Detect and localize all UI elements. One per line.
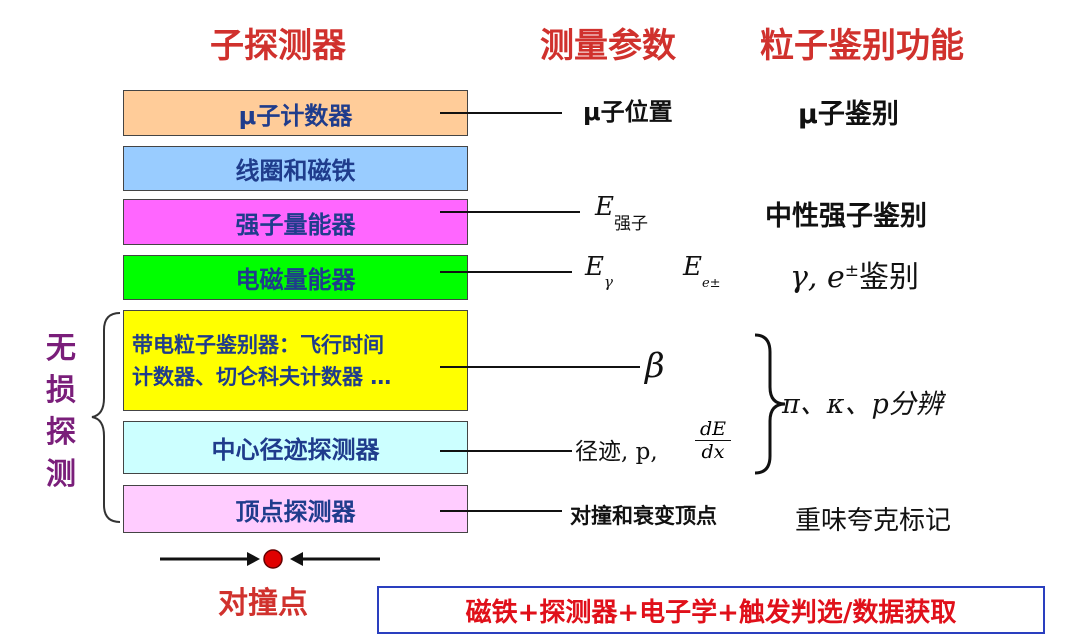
layer-label: 强子量能器 (235, 210, 356, 239)
superscript: ± (844, 261, 860, 281)
layer-label: 带电粒子鉴别器：飞行时间 (132, 332, 384, 357)
meas-hadron-energy: E强子 (595, 192, 648, 234)
layer-label: 线圈和磁铁 (235, 157, 356, 185)
meas-em-electron: Ee± (683, 252, 721, 291)
left-brace (91, 312, 121, 523)
subscript: e± (701, 276, 721, 291)
layer-label: 计数器、切仑科夫计数器 … (132, 364, 392, 389)
connector-line (440, 271, 572, 273)
layer-label: 顶点探测器 (235, 497, 356, 526)
meas-tracking: 径迹, p, (575, 439, 658, 465)
layer-muon-counter: μ子计数器 (123, 90, 468, 136)
symbol-E: E (683, 252, 702, 282)
layer-label: 中心径迹探测器 (211, 436, 380, 464)
meas-vertex: 对撞和衰变顶点 (570, 504, 717, 528)
collision-point-label: 对撞点 (218, 586, 308, 621)
layer-coil-magnet: 线圈和磁铁 (123, 146, 468, 191)
right-brace (754, 333, 786, 475)
numerator: dE (695, 418, 731, 441)
layer-vertex: 顶点探测器 (123, 485, 468, 533)
subscript: 强子 (613, 214, 648, 234)
meas-em-gamma: Eγ (585, 252, 613, 291)
connector-line (440, 112, 562, 114)
pid-neutral: 中性强子鉴别 (765, 201, 927, 232)
header-detector: 子探测器 (210, 26, 346, 66)
pid-flavor: 重味夸克标记 (795, 506, 952, 536)
meas-beta: β (645, 346, 665, 386)
symbols: γ, e (790, 260, 845, 295)
layer-label: 电磁量能器 (235, 266, 356, 294)
subscript: γ (603, 273, 613, 291)
symbol-E: E (585, 252, 604, 282)
fraction-dE-dx: dE dx (695, 418, 731, 463)
label-nondestructive: 无损探测 (46, 331, 76, 492)
suffix: 鉴别 (859, 260, 920, 295)
connector-line (440, 211, 580, 213)
collision-point-dot (263, 549, 283, 569)
layer-label: μ子计数器 (238, 101, 353, 130)
pid-muon: μ子鉴别 (798, 99, 899, 130)
connector-line (440, 450, 572, 452)
layer-pid-detector: 带电粒子鉴别器：飞行时间 计数器、切仑科夫计数器 … (123, 310, 468, 411)
pid-gamma-e: γ, e±鉴别 (790, 252, 919, 296)
meas-muon: μ子位置 (583, 98, 673, 126)
header-measurement: 测量参数 (540, 26, 676, 66)
pid-hadrons: π、κ、p分辨 (782, 389, 943, 420)
connector-line (440, 366, 640, 368)
symbol-E: E (595, 192, 614, 222)
layer-hadron-calorimeter: 强子量能器 (123, 199, 468, 245)
layer-em-calorimeter: 电磁量能器 (123, 255, 468, 300)
connector-line (440, 510, 562, 512)
bottom-banner: 磁铁+探测器+电子学+触发判选/数据获取 (377, 586, 1045, 634)
header-pid: 粒子鉴别功能 (760, 26, 964, 66)
denominator: dx (701, 441, 725, 463)
layer-tracker: 中心径迹探测器 (123, 421, 468, 474)
collision-arrows (160, 549, 380, 569)
